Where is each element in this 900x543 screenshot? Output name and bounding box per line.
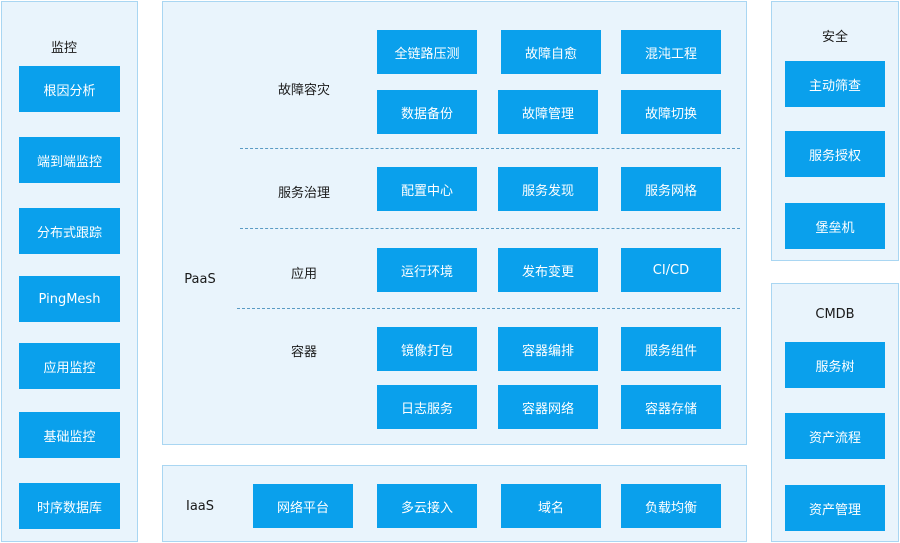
box-log-service[interactable]: 日志服务 xyxy=(377,385,477,429)
divider-3 xyxy=(237,308,740,309)
cmdb-item-asset-management[interactable]: 资产管理 xyxy=(785,485,885,531)
box-full-link-stress-test[interactable]: 全链路压测 xyxy=(377,30,477,74)
box-data-backup[interactable]: 数据备份 xyxy=(377,90,477,134)
box-config-center[interactable]: 配置中心 xyxy=(377,167,477,211)
section-label-disaster-recovery: 故障容灾 xyxy=(277,83,331,98)
divider-2 xyxy=(240,228,740,229)
cmdb-title: CMDB xyxy=(815,307,855,322)
section-label-service-governance: 服务治理 xyxy=(277,186,331,201)
box-self-healing[interactable]: 故障自愈 xyxy=(501,30,601,74)
box-container-orchestration[interactable]: 容器编排 xyxy=(498,327,598,371)
section-label-container: 容器 xyxy=(290,345,318,360)
box-container-network[interactable]: 容器网络 xyxy=(498,385,598,429)
paas-label: PaaS xyxy=(184,272,216,287)
box-release-change[interactable]: 发布变更 xyxy=(498,248,598,292)
cmdb-item-service-tree[interactable]: 服务树 xyxy=(785,342,885,388)
monitor-item-root-cause[interactable]: 根因分析 xyxy=(19,66,120,112)
security-item-service-authorization[interactable]: 服务授权 xyxy=(785,131,885,177)
security-item-bastion-host[interactable]: 堡垒机 xyxy=(785,203,885,249)
box-service-mesh[interactable]: 服务网格 xyxy=(621,167,721,211)
box-domain-name[interactable]: 域名 xyxy=(501,484,601,528)
box-multi-cloud-access[interactable]: 多云接入 xyxy=(377,484,477,528)
monitor-item-infra-monitor[interactable]: 基础监控 xyxy=(19,412,120,458)
monitor-title: 监控 xyxy=(50,41,78,56)
box-image-packaging[interactable]: 镜像打包 xyxy=(377,327,477,371)
box-chaos-engineering[interactable]: 混沌工程 xyxy=(621,30,721,74)
box-runtime-env[interactable]: 运行环境 xyxy=(377,248,477,292)
box-failover[interactable]: 故障切换 xyxy=(621,90,721,134)
box-service-discovery[interactable]: 服务发现 xyxy=(498,167,598,211)
box-network-platform[interactable]: 网络平台 xyxy=(253,484,353,528)
monitor-item-app-monitor[interactable]: 应用监控 xyxy=(19,343,120,389)
security-title: 安全 xyxy=(821,30,849,45)
iaas-label: IaaS xyxy=(185,499,215,514)
cmdb-item-asset-process[interactable]: 资产流程 xyxy=(785,413,885,459)
box-fault-management[interactable]: 故障管理 xyxy=(498,90,598,134)
monitor-item-pingmesh[interactable]: PingMesh xyxy=(19,276,120,322)
box-container-storage[interactable]: 容器存储 xyxy=(621,385,721,429)
monitor-item-end-to-end[interactable]: 端到端监控 xyxy=(19,137,120,183)
divider-1 xyxy=(240,148,740,149)
security-item-active-screening[interactable]: 主动筛查 xyxy=(785,61,885,107)
box-ci-cd[interactable]: CI/CD xyxy=(621,248,721,292)
monitor-item-tsdb[interactable]: 时序数据库 xyxy=(19,483,120,529)
section-label-application: 应用 xyxy=(290,267,318,282)
monitor-item-distributed-tracing[interactable]: 分布式跟踪 xyxy=(19,208,120,254)
paas-panel xyxy=(162,1,747,445)
box-service-components[interactable]: 服务组件 xyxy=(621,327,721,371)
box-load-balancing[interactable]: 负载均衡 xyxy=(621,484,721,528)
